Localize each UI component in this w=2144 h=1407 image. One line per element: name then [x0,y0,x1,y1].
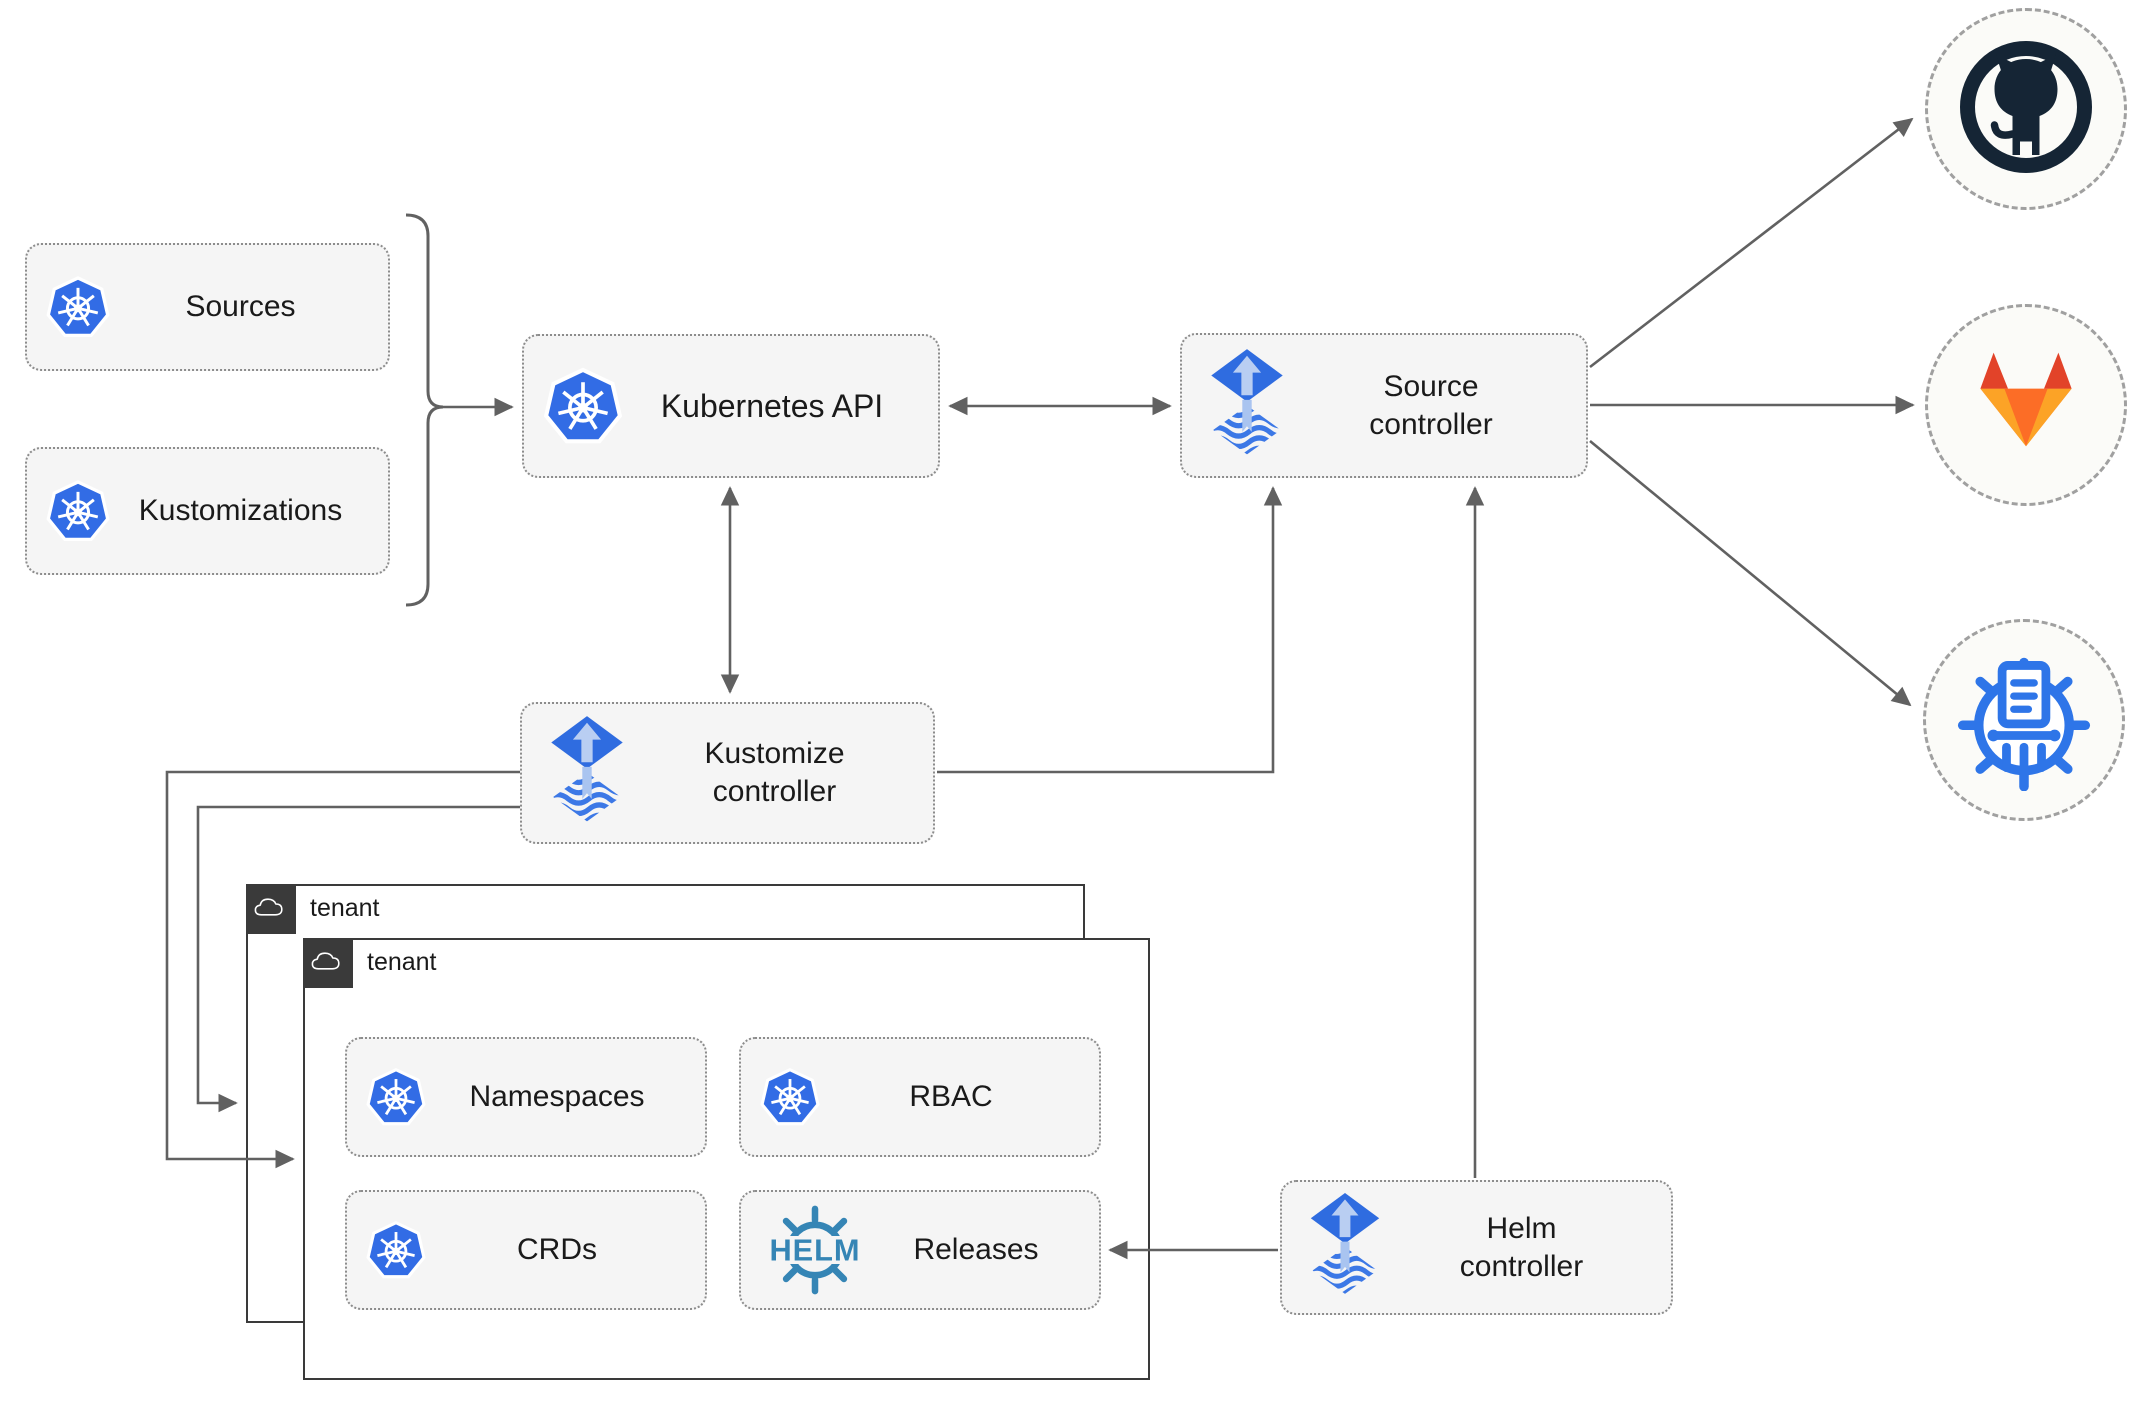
flux-icon [540,714,634,832]
node-label: RBAC [909,1080,993,1113]
node-helm-controller: Helm controller [1280,1180,1673,1315]
node-kustomizations: Kustomizations [25,447,390,575]
node-label: Namespaces [469,1080,645,1113]
chartmuseum-icon [1951,645,2097,796]
edge-source-to-chartmuseum [1589,439,1912,707]
node-kubernetes-api: Kubernetes API [522,334,940,478]
kubernetes-icon [759,1066,821,1128]
endpoint-github [1925,8,2127,210]
node-label: Source controller [1369,369,1493,441]
flux-icon [1300,1191,1390,1304]
flux-icon [1200,347,1294,465]
tenant-label: tenant [367,948,437,976]
node-releases: HELM Releases [739,1190,1101,1310]
endpoint-gitlab [1925,304,2127,506]
node-source-controller: Source controller [1180,333,1588,478]
node-label: Kubernetes API [660,388,884,424]
node-crds: CRDs [345,1190,707,1310]
node-label: Kustomize controller [704,737,845,808]
edge-kustomize-to-source-controller [937,486,1283,774]
node-rbac: RBAC [739,1037,1101,1157]
node-kustomize-controller: Kustomize controller [520,702,935,844]
tenant-header [303,938,353,988]
node-label: Sources [185,290,296,323]
gitlab-icon [1962,343,2090,468]
github-icon [1951,32,2101,187]
kubernetes-icon [542,365,624,447]
helm-wheel-text: HELM [770,1232,861,1267]
node-sources: Sources [25,243,390,371]
kubernetes-icon [45,478,111,544]
node-namespaces: Namespaces [345,1037,707,1157]
kubernetes-icon [365,1066,427,1128]
kubernetes-icon [365,1219,427,1281]
cloud-icon [310,948,346,979]
kubernetes-icon [45,274,111,340]
bracket-sources-group [405,213,444,607]
cloud-icon [253,894,289,925]
tenant-box-front: tenant Namespaces [303,938,1150,1380]
endpoint-chartmuseum [1923,619,2125,821]
node-label: Releases [913,1233,1039,1266]
tenant-header [246,884,296,934]
node-label: CRDs [517,1233,597,1266]
node-label: Kustomizations [138,494,343,527]
tenant-label: tenant [310,894,380,922]
node-label: Helm controller [1459,1211,1584,1283]
helm-wheel-icon: HELM [759,1203,871,1297]
edge-source-to-github [1589,117,1914,369]
